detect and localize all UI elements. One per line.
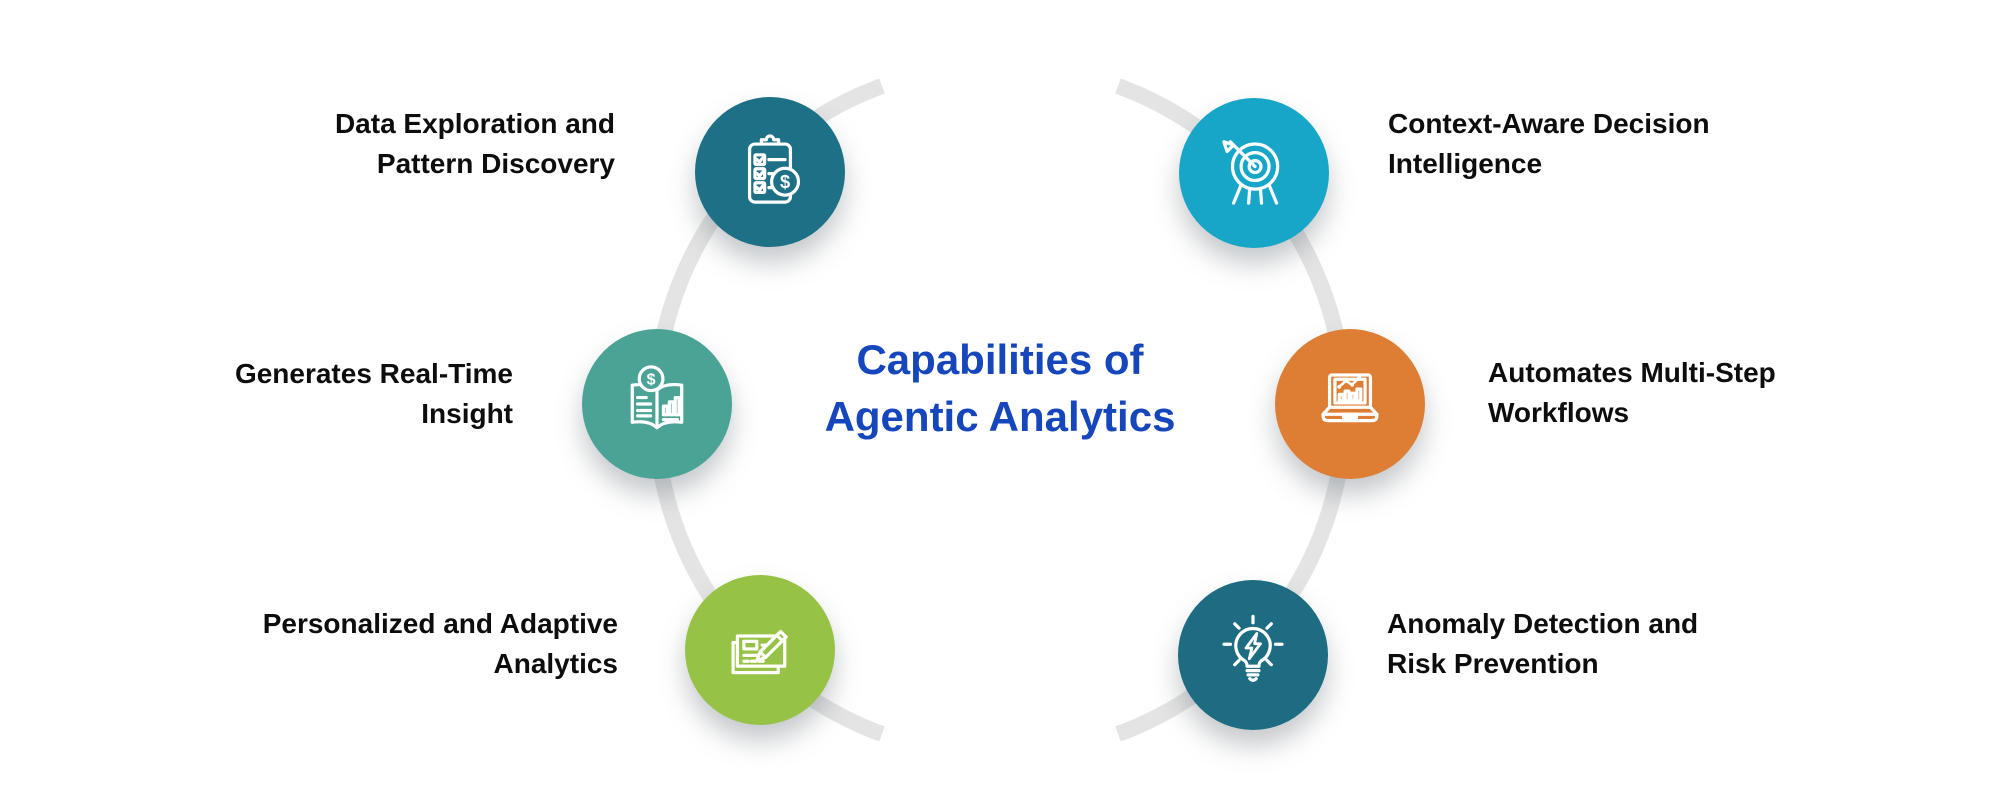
- label-real-time-insight: Generates Real-Time Insight: [235, 354, 513, 434]
- label-line: Automates Multi-Step: [1488, 357, 1776, 388]
- label-line: Generates Real-Time: [234, 358, 513, 389]
- target-arrow-icon: [1222, 140, 1280, 205]
- laptop-analytics-icon: [1321, 373, 1379, 423]
- label-context-aware: Context-Aware Decision Intelligence: [1388, 104, 1710, 184]
- clipboard-checklist-dollar-icon: $: [747, 134, 801, 204]
- book-dollar-chart-icon: $: [630, 365, 684, 430]
- label-personalized-adaptive: Personalized and Adaptive Analytics: [263, 604, 618, 684]
- node-data-exploration: $: [695, 97, 845, 247]
- node-personalized-adaptive: [685, 575, 835, 725]
- label-line: Workflows: [1488, 397, 1630, 428]
- label-line: Analytics: [493, 648, 619, 679]
- label-line: Insight: [421, 398, 513, 429]
- label-automates-workflows: Automates Multi-Step Workflows: [1488, 353, 1776, 433]
- document-pencil-icon: [731, 629, 788, 675]
- label-line: Risk Prevention: [1387, 648, 1599, 679]
- label-line: Data Exploration and: [334, 108, 615, 139]
- label-data-exploration: Data Exploration and Pattern Discovery: [335, 104, 615, 184]
- node-automates-workflows: [1275, 329, 1425, 479]
- lightbulb-bolt-icon: [1222, 614, 1284, 682]
- label-anomaly-detection: Anomaly Detection and Risk Prevention: [1387, 604, 1698, 684]
- label-line: Pattern Discovery: [376, 148, 615, 179]
- label-line: Context-Aware Decision: [1388, 108, 1710, 139]
- node-anomaly-detection: [1178, 580, 1328, 730]
- label-line: Personalized and Adaptive: [262, 608, 618, 639]
- page-title-line2: Agentic Analytics: [824, 393, 1176, 440]
- label-line: Intelligence: [1388, 148, 1543, 179]
- page-title-line1: Capabilities of: [856, 336, 1144, 383]
- label-line: Anomaly Detection and: [1387, 608, 1699, 639]
- svg-text:$: $: [647, 371, 656, 389]
- node-real-time-insight: $: [582, 329, 732, 479]
- node-context-aware: [1179, 98, 1329, 248]
- page-title: Capabilities of Agentic Analytics: [700, 331, 1300, 445]
- svg-text:$: $: [780, 171, 790, 192]
